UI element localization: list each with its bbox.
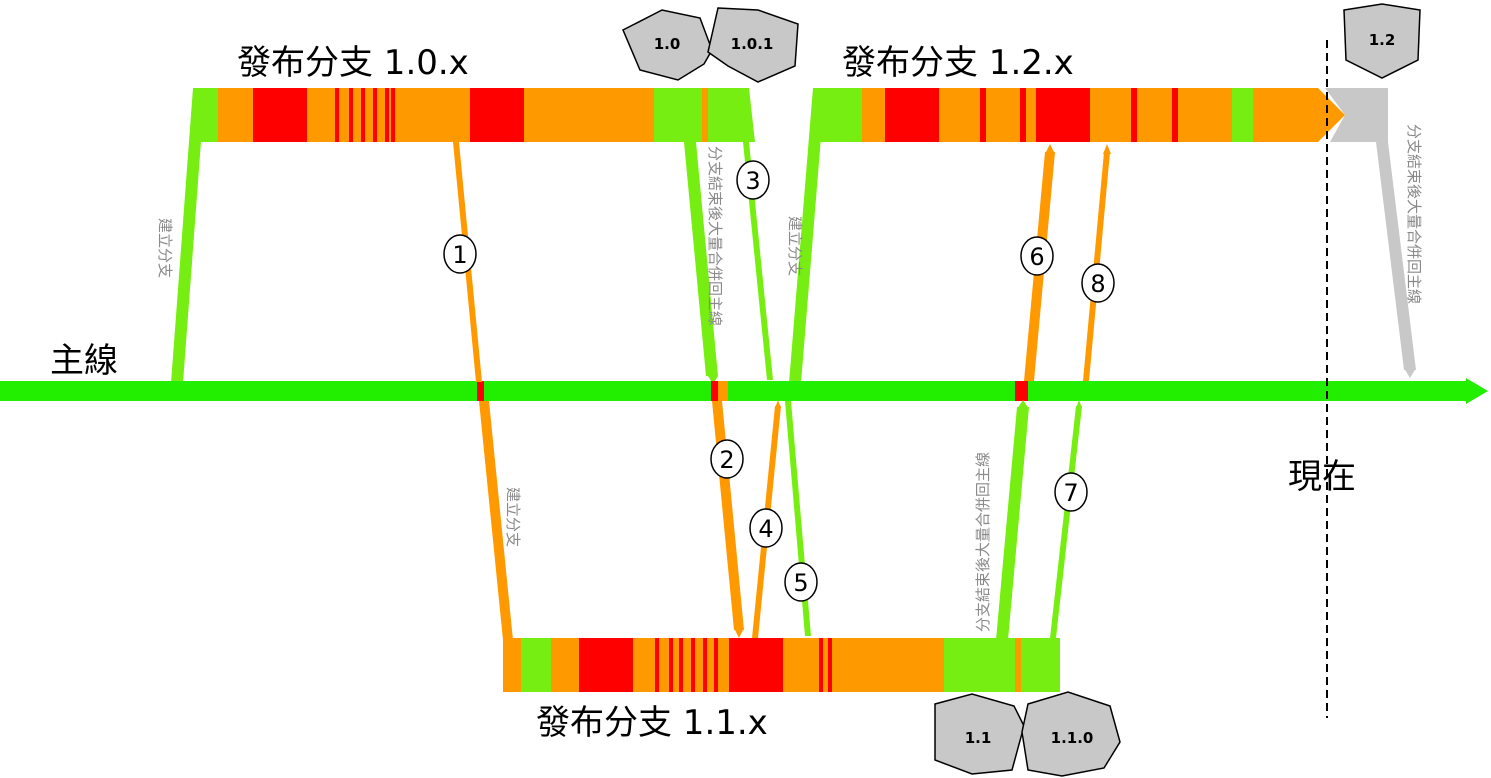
- step-4-circle: 4: [749, 508, 783, 548]
- label-branch-1-1: 發布分支 1.1.x: [536, 703, 768, 743]
- branch-1-0-create-link: [171, 88, 205, 383]
- svg-text:1.2: 1.2: [1369, 31, 1396, 49]
- step-5-circle: 5: [784, 562, 818, 602]
- vlabel-create-1-2: 建立分支: [786, 216, 804, 276]
- label-branch-1-0: 發布分支 1.0.x: [237, 43, 469, 83]
- svg-text:7: 7: [1063, 479, 1078, 507]
- tag-1-0: 1.0: [622, 9, 713, 81]
- svg-text:5: 5: [793, 569, 808, 597]
- vlabel-create-1-1: 建立分支: [504, 487, 522, 547]
- label-now: 現在: [1288, 457, 1356, 497]
- svg-text:1: 1: [452, 241, 467, 269]
- branch-1-1-merge-link: [996, 407, 1029, 640]
- label-branch-1-2: 發布分支 1.2.x: [842, 43, 1074, 83]
- mainline-bar: [0, 378, 1488, 404]
- vlabel-merge-1-1: 分支結束後大量合併回主線: [974, 452, 992, 632]
- vlabel-merge-1-2-future: 分支結束後大量合併回主線: [1405, 124, 1423, 304]
- branch-1-1-bar: [503, 638, 1060, 692]
- tag-1-1: 1.1: [934, 693, 1025, 775]
- svg-text:8: 8: [1090, 270, 1105, 298]
- step-2-circle: 2: [710, 439, 744, 479]
- branch-1-1-create-link: [479, 401, 513, 640]
- svg-text:2: 2: [719, 446, 734, 474]
- branch-1-2-bar: [813, 88, 1345, 142]
- tag-1-2: 1.2: [1343, 3, 1421, 79]
- step-8-circle: 8: [1081, 263, 1115, 303]
- link-2: [712, 401, 744, 630]
- link-3: [743, 142, 773, 380]
- link-7: [1050, 406, 1082, 638]
- step-3-circle: 3: [736, 160, 770, 200]
- label-mainline: 主線: [50, 341, 118, 381]
- svg-text:1.1.0: 1.1.0: [1051, 729, 1094, 747]
- step-1-circle: 1: [443, 234, 477, 274]
- tag-1-0-1: 1.0.1: [707, 7, 799, 83]
- step-7-circle: 7: [1054, 472, 1088, 512]
- step-6-circle: 6: [1020, 236, 1054, 276]
- vlabel-merge-1-0: 分支結束後大量合併回主線: [706, 146, 724, 326]
- branch-1-0-merge-link: [684, 142, 718, 376]
- svg-text:1.0.1: 1.0.1: [731, 35, 774, 53]
- svg-text:6: 6: [1029, 243, 1044, 271]
- vlabel-create-1-0: 建立分支: [156, 218, 174, 278]
- tag-1-1-0: 1.1.0: [1021, 691, 1121, 777]
- svg-text:3: 3: [745, 167, 760, 195]
- branch-1-2-future-merge: [1376, 142, 1416, 370]
- svg-text:1.0: 1.0: [654, 35, 681, 53]
- branch-1-2-create-link: [789, 88, 825, 383]
- svg-text:1.1: 1.1: [965, 729, 992, 747]
- branch-1-0-bar: [193, 88, 749, 142]
- branch-1-2-future: [1325, 88, 1388, 142]
- svg-text:4: 4: [758, 515, 773, 543]
